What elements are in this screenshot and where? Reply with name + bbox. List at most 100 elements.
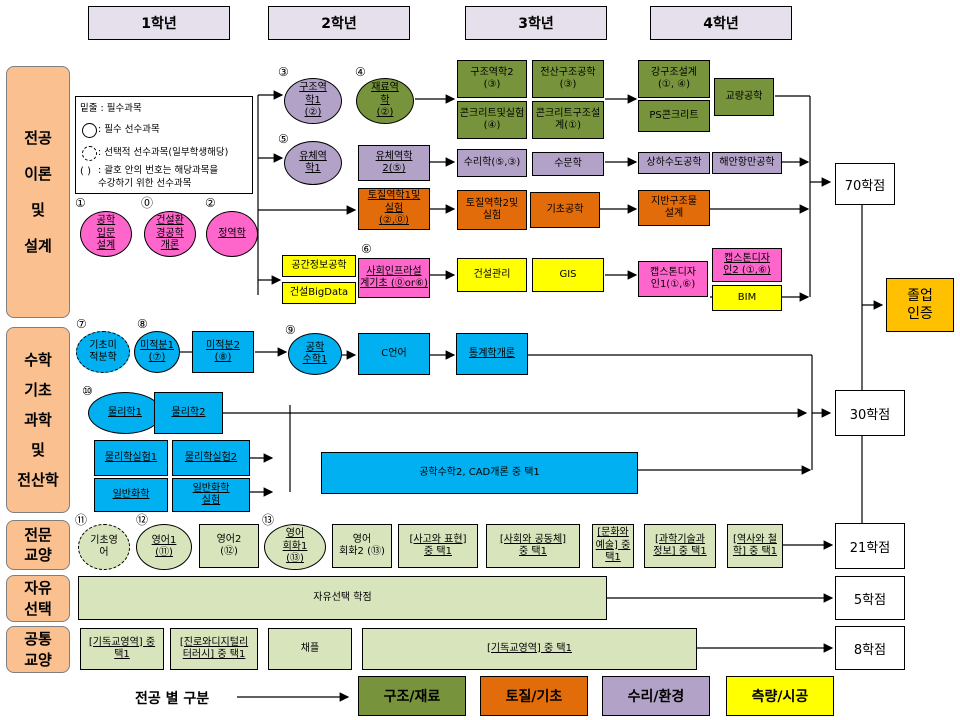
course-english1[interactable]: 영어1 (⑪) [136, 524, 192, 570]
course-christian2[interactable]: [기독교영역] 중 택1 [362, 628, 697, 670]
year-header-1: 1학년 [88, 6, 230, 40]
course-const-mgmt[interactable]: 건설관리 [457, 258, 527, 292]
legend-dashed: : 선택적 선수과목(일부학생해당) [98, 147, 229, 158]
course-calc2[interactable]: 미적분2 (⑧) [192, 331, 254, 373]
course-steel[interactable]: 강구조설계 (①, ④) [638, 60, 710, 98]
course-fluid2[interactable]: 유체역학 2(⑤) [358, 145, 430, 181]
marker-11: ⑪ [75, 513, 88, 527]
course-water[interactable]: 상하수도공학 [638, 152, 710, 174]
course-spatial[interactable]: 공간정보공학 [282, 255, 356, 277]
category-free-elective: 자유 선택 [6, 575, 70, 622]
track-hydraulics-environment: 수리/환경 [602, 676, 710, 716]
course-struct1[interactable]: 구조역 학1 (②) [284, 78, 342, 124]
course-capstone2[interactable]: 캡스톤디자 인2 (①,⑥) [712, 248, 782, 282]
marker-5: ⑤ [278, 132, 289, 146]
course-physlab2[interactable]: 물리학실험2 [172, 440, 250, 476]
category-major: 전공 이론 및 설계 [6, 66, 70, 318]
legend-paren-2: 수강하기 위한 선수과목 [98, 178, 192, 189]
course-foundation[interactable]: 기초공학 [530, 192, 600, 228]
track-legend-label: 전공 별 구분 [135, 691, 210, 707]
course-physics1[interactable]: 물리학1 [88, 392, 162, 434]
category-common: 공통 교양 [6, 626, 70, 673]
course-soil2[interactable]: 토질역학2및 실험 [457, 190, 527, 230]
marker-12: ⑫ [136, 513, 149, 527]
course-career[interactable]: [진로와디지털리 터러시] 중 택1 [170, 628, 258, 670]
year-header-2: 2학년 [268, 6, 410, 40]
course-concrete-lab[interactable]: 콘크리트및실험 (④) [457, 101, 527, 139]
marker-7: ⑦ [76, 317, 87, 331]
credit-math: 30학점 [835, 390, 905, 436]
marker-10: ⑩ [82, 384, 93, 398]
course-bim[interactable]: BIM [712, 285, 782, 311]
course-thinking[interactable]: [사고와 표현] 중 택1 [398, 524, 478, 568]
track-soil-foundation: 토질/기초 [480, 676, 588, 716]
course-clang[interactable]: C언어 [358, 333, 430, 375]
course-intro-design[interactable]: 공학 입문 설계 [80, 211, 132, 257]
course-eng-math1[interactable]: 공학 수학1 [288, 333, 342, 375]
course-history[interactable]: [역사와 철 학] 중 택1 [727, 524, 783, 568]
course-coastal[interactable]: 해안항만공학 [712, 152, 782, 174]
marker-1: ① [75, 196, 86, 210]
course-gis[interactable]: GIS [532, 258, 604, 292]
course-material[interactable]: 재료역 학 (②) [356, 78, 414, 124]
credit-common: 8학점 [835, 626, 905, 670]
course-bigdata[interactable]: 건설BigData [282, 282, 356, 304]
course-fluid1[interactable]: 유체역 학1 [284, 141, 342, 185]
course-physlab1[interactable]: 물리학실험1 [94, 440, 168, 476]
course-hydrology[interactable]: 수문학 [532, 152, 604, 176]
course-infra[interactable]: 사회인프라설 계기초 (⓪or⑥) [358, 258, 430, 298]
marker-3: ③ [278, 65, 289, 79]
credit-specialized: 21학점 [835, 523, 905, 569]
marker-9: ⑨ [285, 323, 296, 337]
circle-symbol-icon [82, 123, 97, 138]
course-christian1[interactable]: [기독교영역] 중 택1 [80, 628, 164, 670]
course-const-env[interactable]: 건설환 경공학 개론 [144, 211, 196, 257]
legend-paren-symbol: ( ) [80, 166, 91, 177]
marker-2: ② [205, 196, 216, 210]
course-eng-conv1[interactable]: 영어 회화1 (⑬) [264, 524, 326, 570]
course-chem[interactable]: 일반화학 [94, 478, 168, 512]
course-english2[interactable]: 영어2 (⑫) [199, 524, 259, 568]
year-header-3: 3학년 [465, 6, 607, 40]
course-concrete-design[interactable]: 콘크리트구조설 계(①) [532, 101, 604, 139]
course-capstone1[interactable]: 캡스톤디자 인1(①,⑥) [638, 261, 708, 297]
course-basic-calc[interactable]: 기초미 적분학 [76, 331, 130, 373]
course-bridge[interactable]: 교량공학 [714, 78, 774, 116]
course-math2-cad[interactable]: 공학수학2, CAD개론 중 택1 [321, 452, 638, 494]
marker-4: ④ [355, 65, 366, 79]
course-basic-english[interactable]: 기초영 어 [78, 524, 130, 570]
marker-8: ⑧ [137, 317, 148, 331]
course-calc1[interactable]: 미적분1 (⑦) [134, 331, 180, 373]
legend-paren-1: : 괄호 안의 번호는 해당과목을 [98, 165, 219, 176]
category-math-science: 수학 기초 과학 및 전산학 [6, 327, 70, 513]
course-stats[interactable]: 통계학개론 [456, 333, 528, 375]
dashed-circle-symbol-icon [82, 146, 97, 161]
course-chapel[interactable]: 채플 [268, 628, 352, 670]
graduation-certification: 졸업 인증 [886, 278, 954, 332]
course-society[interactable]: [사회와 공동체] 중 택1 [486, 524, 580, 568]
legend-underline: 밑줄 : 필수과목 [80, 103, 142, 114]
marker-0: ⓪ [141, 196, 154, 210]
course-free-elective[interactable]: 자유선택 학점 [78, 576, 607, 620]
course-science-info[interactable]: [과학기술과 정보] 중 택1 [644, 524, 716, 568]
track-structure-material: 구조/재료 [358, 676, 466, 716]
marker-6: ⑥ [361, 242, 372, 256]
course-soil1[interactable]: 토질역학1및 실험 (②,⓪) [358, 188, 430, 230]
course-hydraulics[interactable]: 수리학(⑤,③) [457, 149, 527, 177]
legend-circle: : 필수 선수과목 [98, 124, 160, 135]
course-statics[interactable]: 정역학 [206, 211, 258, 257]
course-comp-struct[interactable]: 전산구조공학 (③) [532, 60, 604, 98]
course-culture[interactable]: [문화와 예술] 중 택1 [592, 524, 634, 568]
course-chemlab[interactable]: 일반화학 실험 [172, 478, 250, 512]
track-survey-construction: 측량/시공 [726, 676, 834, 716]
marker-13: ⑬ [262, 513, 275, 527]
credit-major: 70학점 [835, 163, 895, 205]
course-underground[interactable]: 지반구조물 설계 [638, 190, 710, 226]
credit-free: 5학점 [835, 576, 905, 620]
course-psc[interactable]: PS콘크리트 [638, 100, 710, 132]
course-eng-conv2[interactable]: 영어 회화2 (⑬) [332, 524, 392, 568]
course-physics2[interactable]: 물리학2 [154, 392, 223, 434]
course-struct2[interactable]: 구조역학2 (③) [457, 60, 527, 98]
year-header-4: 4학년 [650, 6, 792, 40]
